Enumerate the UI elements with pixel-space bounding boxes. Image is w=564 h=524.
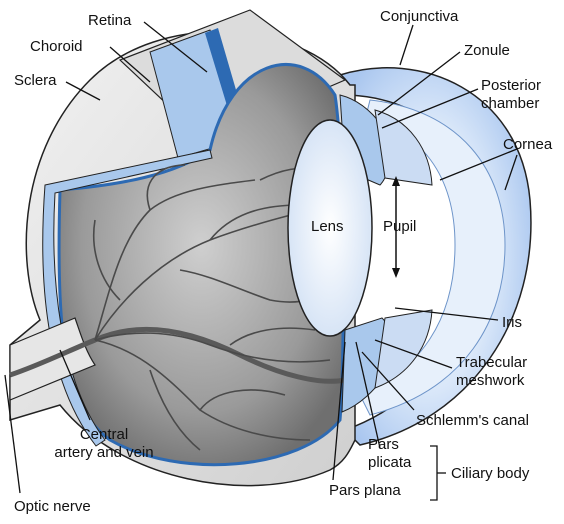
- label-schlemm: Schlemm's canal: [416, 412, 529, 429]
- pupil-arrow-head-down: [392, 268, 400, 278]
- label-choroid: Choroid: [30, 38, 83, 55]
- label-pupil: Pupil: [383, 218, 416, 235]
- label-conjunctiva: Conjunctiva: [380, 8, 458, 25]
- label-iris: Iris: [502, 314, 522, 331]
- label-retina: Retina: [88, 12, 131, 29]
- label-lens: Lens: [311, 218, 344, 235]
- label-central-1: Central: [48, 426, 160, 443]
- label-cornea: Cornea: [503, 136, 552, 153]
- label-pars-plicata-2: plicata: [368, 454, 411, 471]
- label-sclera: Sclera: [14, 72, 57, 89]
- label-zonule: Zonule: [464, 42, 510, 59]
- label-central-2: artery and vein: [48, 444, 160, 461]
- label-pars-plicata-1: Pars: [368, 436, 399, 453]
- label-trabecular-2: meshwork: [456, 372, 524, 389]
- label-trabecular-1: Trabecular: [456, 354, 527, 371]
- label-ciliary-body: Ciliary body: [451, 465, 529, 482]
- label-pars-plana: Pars plana: [329, 482, 401, 499]
- label-optic-nerve: Optic nerve: [14, 498, 91, 515]
- label-posterior-1: Posterior: [481, 77, 541, 94]
- ciliary-bracket: [430, 446, 446, 500]
- label-posterior-2: chamber: [481, 95, 539, 112]
